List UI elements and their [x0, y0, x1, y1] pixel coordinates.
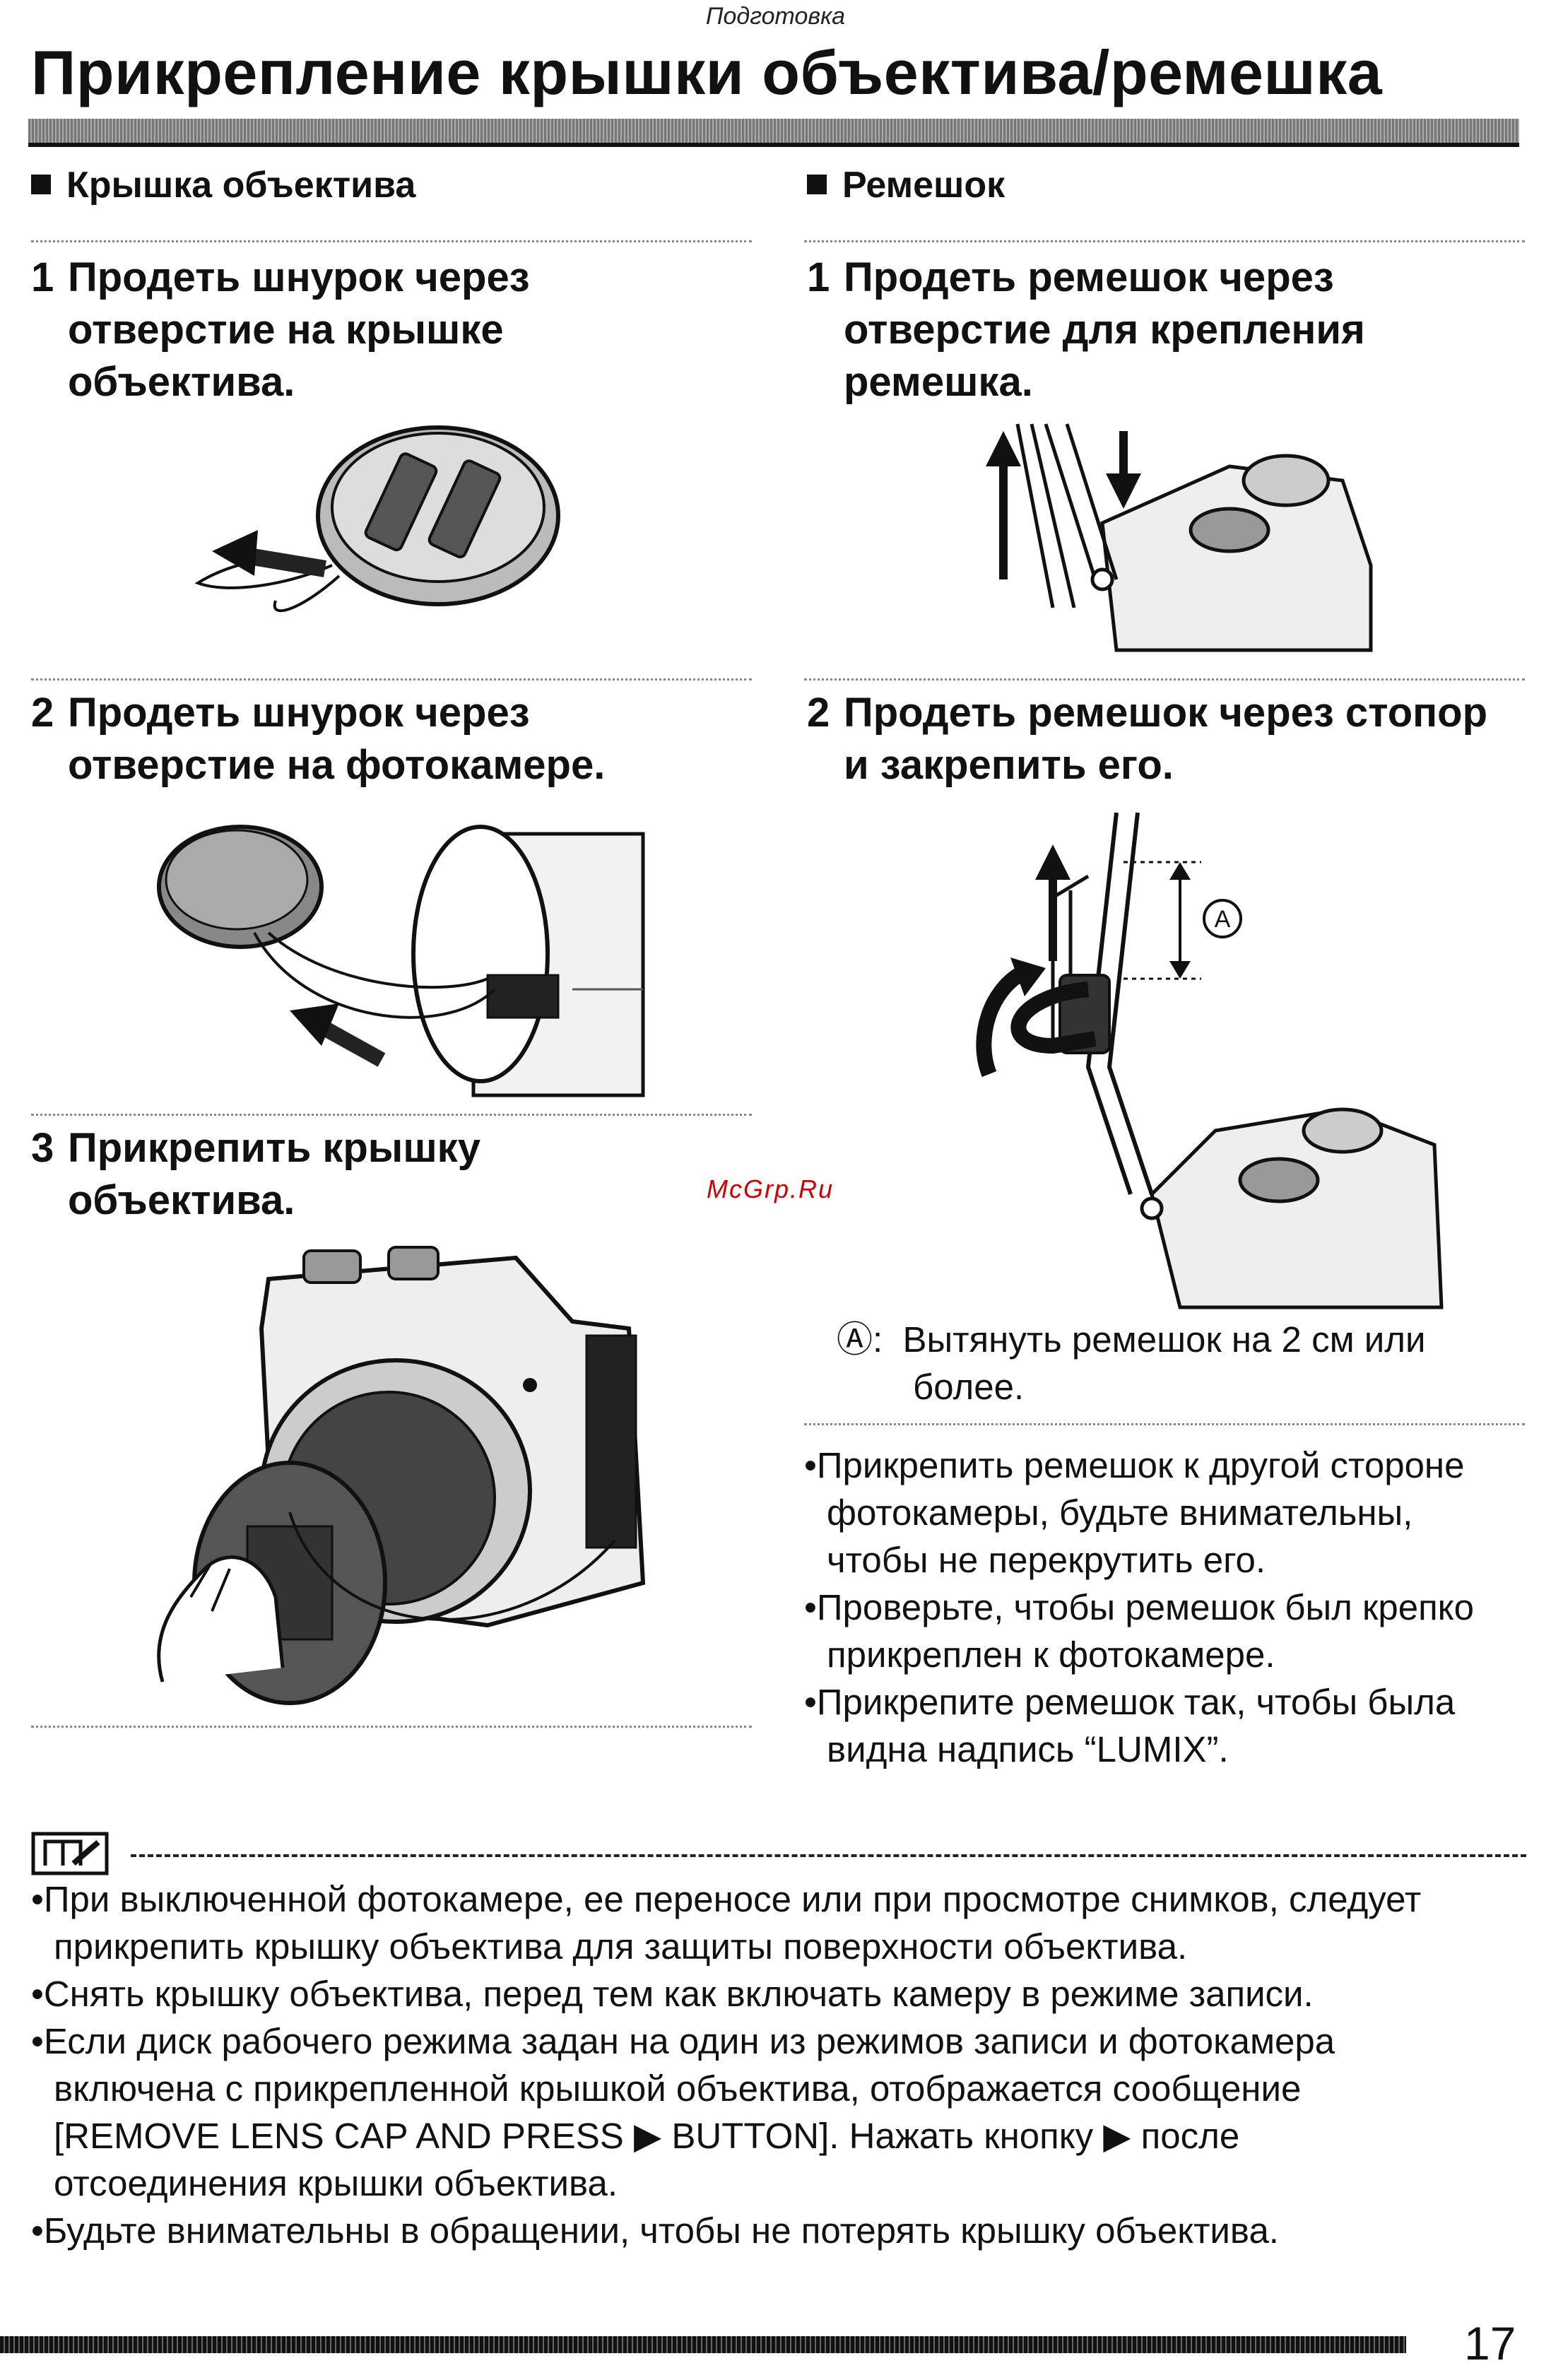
list-item: •Будьте внимательны в обращении, чтобы н…: [31, 2210, 1279, 2251]
divider: [31, 1726, 752, 1728]
note-icon: [31, 1832, 109, 1875]
heading-lens-cap: Крышка объектива: [31, 164, 415, 206]
page-title: Прикрепление крышки объектива/ремешка: [31, 37, 1383, 107]
callout-letter: A: [1215, 906, 1231, 933]
square-bullet-icon: [807, 175, 827, 194]
heading-strap: Ремешок: [807, 164, 1005, 206]
footer-rule: [0, 2336, 1406, 2353]
divider: [31, 678, 752, 681]
divider: [31, 1114, 752, 1116]
watermark: McGrp.Ru: [707, 1174, 835, 1203]
title-underline: [28, 119, 1519, 147]
lens-cap-cord-illustration: [194, 425, 560, 613]
strap-eyelet-illustration: [986, 423, 1373, 652]
section-label: Подготовка: [705, 3, 846, 30]
list-item: •Если диск рабочего режима задан на один…: [31, 2021, 1335, 2203]
divider: [804, 678, 1525, 681]
list-item: •Снять крышку объектива, перед тем как в…: [31, 1974, 1314, 2014]
divider: [804, 240, 1525, 242]
cap-cord-camera-illustration: [157, 825, 645, 1097]
page-number: 17: [1464, 2317, 1516, 2369]
list-item: •При выключенной фотокамере, ее переносе…: [31, 1879, 1422, 1967]
callout-note: Ⓐ: Вытянуть ремешок на 2 см или более.: [837, 1319, 1426, 1407]
divider: [804, 1423, 1525, 1425]
divider: [31, 240, 752, 242]
strap-stopper-illustration: A: [976, 812, 1444, 1309]
notes-list: •При выключенной фотокамере, ее переносе…: [31, 1875, 1529, 2254]
square-bullet-icon: [31, 175, 51, 194]
attach-cap-illustration: [157, 1246, 646, 1705]
note-divider: [131, 1854, 1526, 1857]
